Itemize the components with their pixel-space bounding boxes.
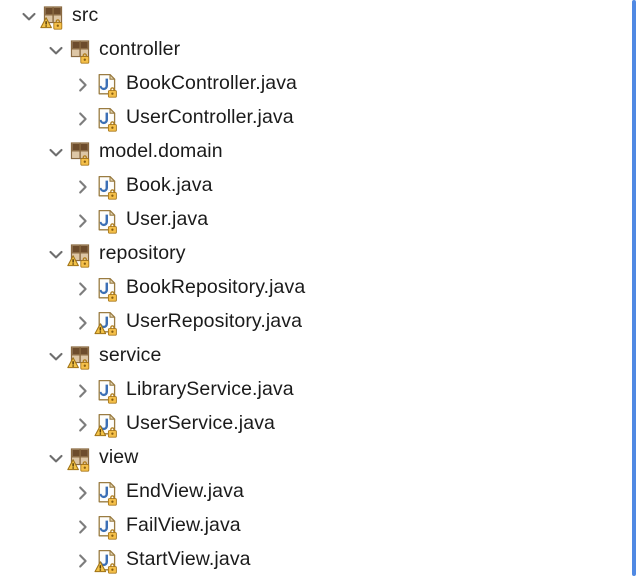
tree-row[interactable]: controller [0, 34, 638, 68]
chevron-down-icon[interactable] [18, 6, 40, 28]
chevron-down-icon[interactable] [45, 142, 67, 164]
java-file-icon [94, 208, 120, 234]
tree-row[interactable]: EndView.java [0, 476, 638, 510]
chevron-right-icon[interactable] [72, 550, 94, 572]
java-file-icon [94, 514, 120, 540]
file-label: LibraryService.java [126, 378, 294, 401]
tree-row[interactable]: UserService.java [0, 408, 638, 442]
java-file-icon [94, 276, 120, 302]
package-warning-icon [67, 242, 93, 268]
chevron-down-icon[interactable] [45, 244, 67, 266]
file-label: UserRepository.java [126, 310, 303, 333]
chevron-down-icon[interactable] [45, 346, 67, 368]
tree-row[interactable]: repository [0, 238, 638, 272]
chevron-right-icon[interactable] [72, 74, 94, 96]
file-label: User.java [126, 208, 209, 231]
chevron-right-icon[interactable] [72, 312, 94, 334]
chevron-right-icon[interactable] [72, 380, 94, 402]
chevron-right-icon[interactable] [72, 482, 94, 504]
java-file-warning-icon [94, 548, 120, 574]
package-label: model.domain [99, 140, 223, 163]
package-label: repository [99, 242, 186, 265]
chevron-right-icon[interactable] [72, 176, 94, 198]
tree-row[interactable]: Book.java [0, 170, 638, 204]
tree-row[interactable]: FailView.java [0, 510, 638, 544]
vertical-scrollbar-track[interactable] [631, 0, 638, 576]
package-label: view [99, 446, 139, 469]
package-icon [67, 38, 93, 64]
chevron-right-icon[interactable] [72, 108, 94, 130]
package-label: controller [99, 38, 181, 61]
tree-row[interactable]: UserRepository.java [0, 306, 638, 340]
tree-row[interactable]: BookRepository.java [0, 272, 638, 306]
chevron-right-icon[interactable] [72, 516, 94, 538]
file-label: UserController.java [126, 106, 294, 129]
file-label: Book.java [126, 174, 213, 197]
tree-row[interactable]: User.java [0, 204, 638, 238]
java-file-icon [94, 480, 120, 506]
java-file-icon [94, 72, 120, 98]
chevron-right-icon[interactable] [72, 278, 94, 300]
chevron-right-icon[interactable] [72, 210, 94, 232]
package-icon [67, 140, 93, 166]
tree-row[interactable]: BookController.java [0, 68, 638, 102]
file-label: EndView.java [126, 480, 244, 503]
java-file-warning-icon [94, 412, 120, 438]
tree-row[interactable]: StartView.java [0, 544, 638, 578]
package-label: service [99, 344, 162, 367]
file-label: BookRepository.java [126, 276, 306, 299]
file-label: UserService.java [126, 412, 275, 435]
file-label: BookController.java [126, 72, 297, 95]
vertical-scrollbar-thumb[interactable] [632, 0, 636, 576]
file-label: FailView.java [126, 514, 241, 537]
java-file-icon [94, 378, 120, 404]
package-label: src [72, 4, 99, 27]
tree-row[interactable]: UserController.java [0, 102, 638, 136]
package-warning-icon [40, 4, 66, 30]
java-file-icon [94, 174, 120, 200]
tree-row[interactable]: view [0, 442, 638, 476]
tree-row[interactable]: LibraryService.java [0, 374, 638, 408]
tree-row[interactable]: service [0, 340, 638, 374]
package-warning-icon [67, 446, 93, 472]
chevron-down-icon[interactable] [45, 448, 67, 470]
file-label: StartView.java [126, 548, 251, 571]
package-warning-icon [67, 344, 93, 370]
tree-row[interactable]: model.domain [0, 136, 638, 170]
chevron-right-icon[interactable] [72, 414, 94, 436]
java-file-warning-icon [94, 310, 120, 336]
chevron-down-icon[interactable] [45, 40, 67, 62]
java-file-icon [94, 106, 120, 132]
tree-row[interactable]: src [0, 0, 638, 34]
